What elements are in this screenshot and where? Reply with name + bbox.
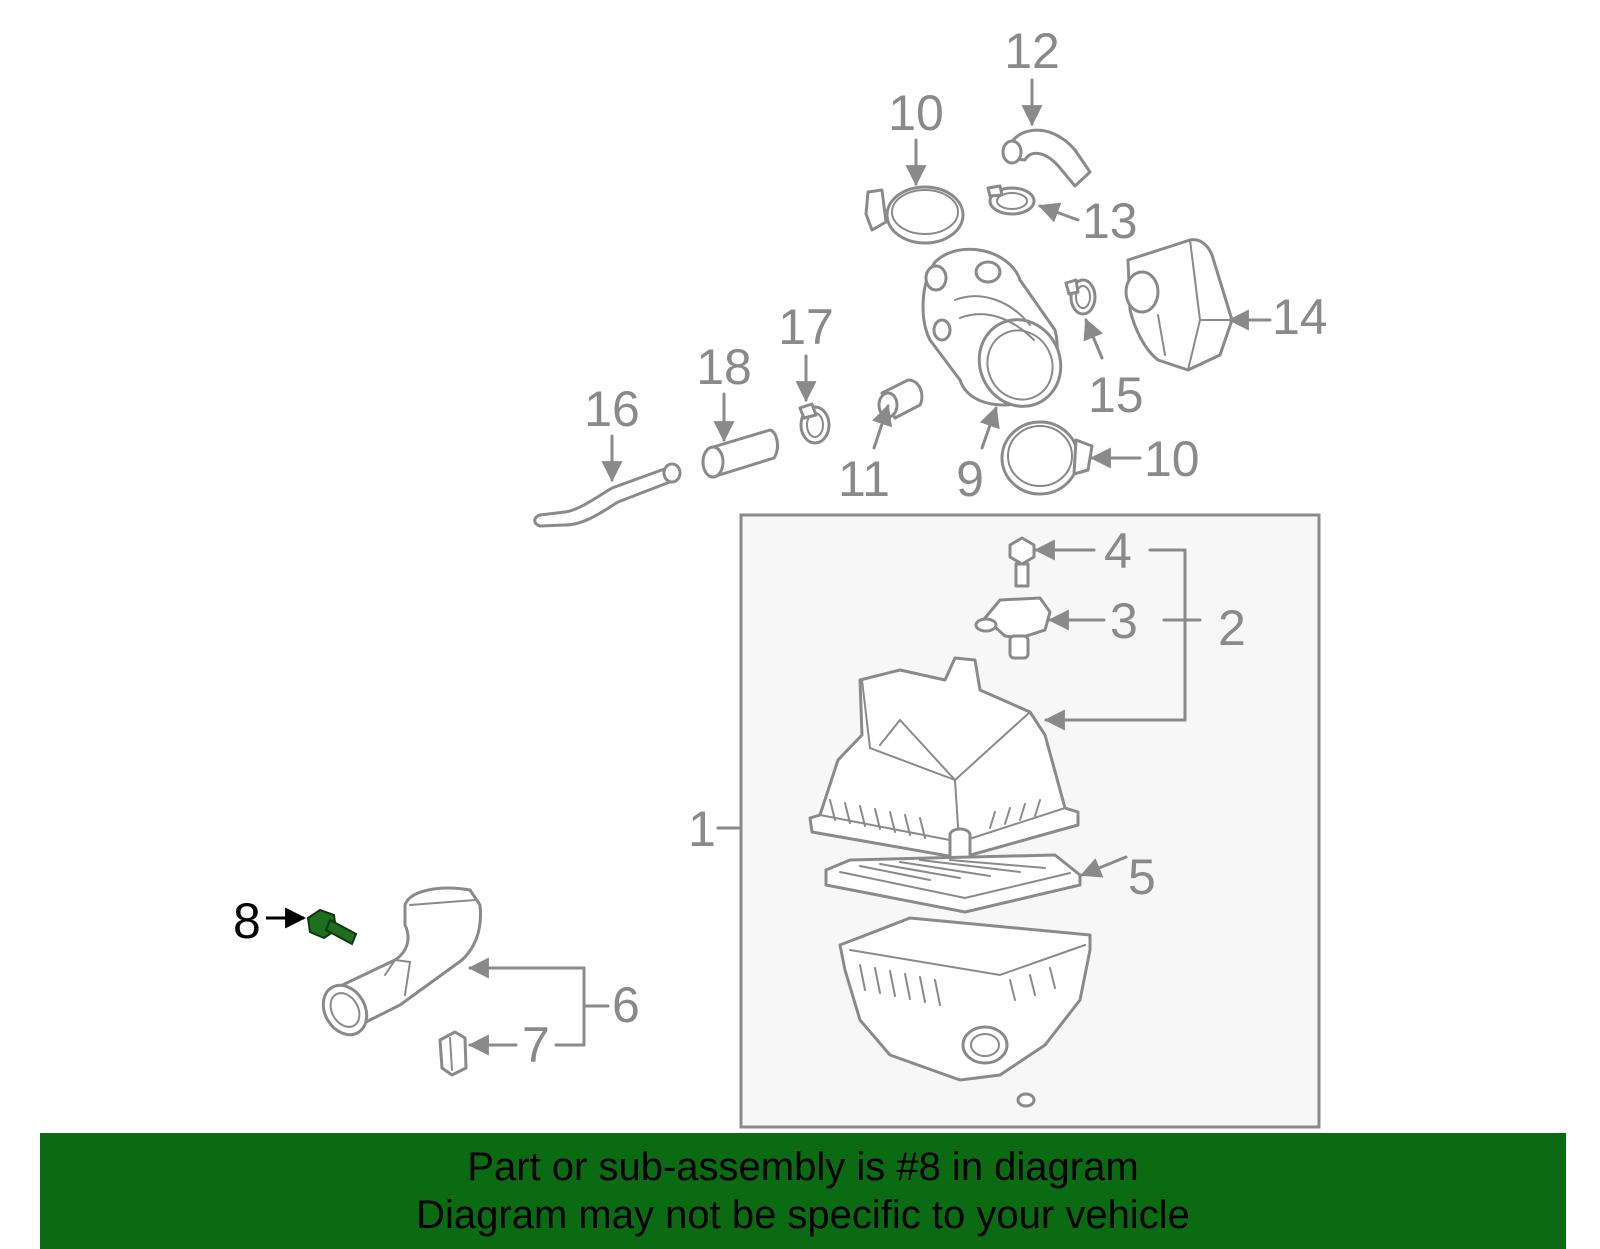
callout-12: 12 — [1004, 23, 1060, 79]
callout-9: 9 — [956, 451, 984, 507]
callout-5: 5 — [1128, 849, 1156, 905]
part-2-cleaner-cap[interactable] — [808, 656, 1080, 862]
part-16-breather-hose[interactable] — [533, 462, 682, 528]
part-18-tube[interactable] — [701, 428, 779, 479]
callout-10-bottom: 10 — [1144, 431, 1200, 487]
part-9-intake-hose[interactable] — [921, 247, 1075, 420]
callout-13: 13 — [1082, 193, 1138, 249]
callout-7: 7 — [522, 1017, 550, 1073]
part-6-intake-duct[interactable] — [315, 886, 482, 1042]
info-banner: Part or sub-assembly is #8 in diagram Di… — [40, 1133, 1566, 1249]
part-1-lower-case[interactable] — [838, 916, 1092, 1108]
callout-6: 6 — [612, 977, 640, 1033]
part-15-clamp[interactable] — [1064, 278, 1097, 316]
callout-14: 14 — [1272, 289, 1328, 345]
part-10-clamp-top[interactable] — [864, 185, 965, 245]
callout-11: 11 — [838, 451, 890, 507]
part-17-clamp[interactable] — [798, 402, 831, 445]
callout-16: 16 — [584, 381, 640, 437]
part-4-bolt[interactable] — [1008, 536, 1036, 588]
part-14-resonator[interactable] — [1124, 238, 1234, 372]
callout-8-highlighted: 8 — [233, 893, 261, 949]
part-7-clip[interactable] — [438, 1030, 468, 1077]
callout-17: 17 — [778, 299, 834, 355]
callout-18: 18 — [696, 339, 752, 395]
callout-1: 1 — [688, 801, 716, 857]
part-5-filter[interactable] — [824, 853, 1082, 914]
callout-2: 2 — [1218, 600, 1246, 656]
leader-lines — [266, 78, 1272, 1056]
banner-line-1: Part or sub-assembly is #8 in diagram — [467, 1145, 1139, 1189]
part-10-clamp-bottom[interactable] — [1000, 420, 1094, 496]
callout-15: 15 — [1088, 367, 1144, 423]
callout-10-top: 10 — [888, 85, 944, 141]
part-12-hose[interactable] — [1001, 128, 1092, 188]
callout-3: 3 — [1110, 593, 1138, 649]
callout-4: 4 — [1104, 523, 1132, 579]
part-13-clamp[interactable] — [986, 184, 1036, 216]
part-8-bolt-highlighted[interactable] — [306, 908, 358, 946]
banner-line-2: Diagram may not be specific to your vehi… — [416, 1193, 1190, 1237]
part-3-sensor[interactable] — [974, 596, 1052, 660]
